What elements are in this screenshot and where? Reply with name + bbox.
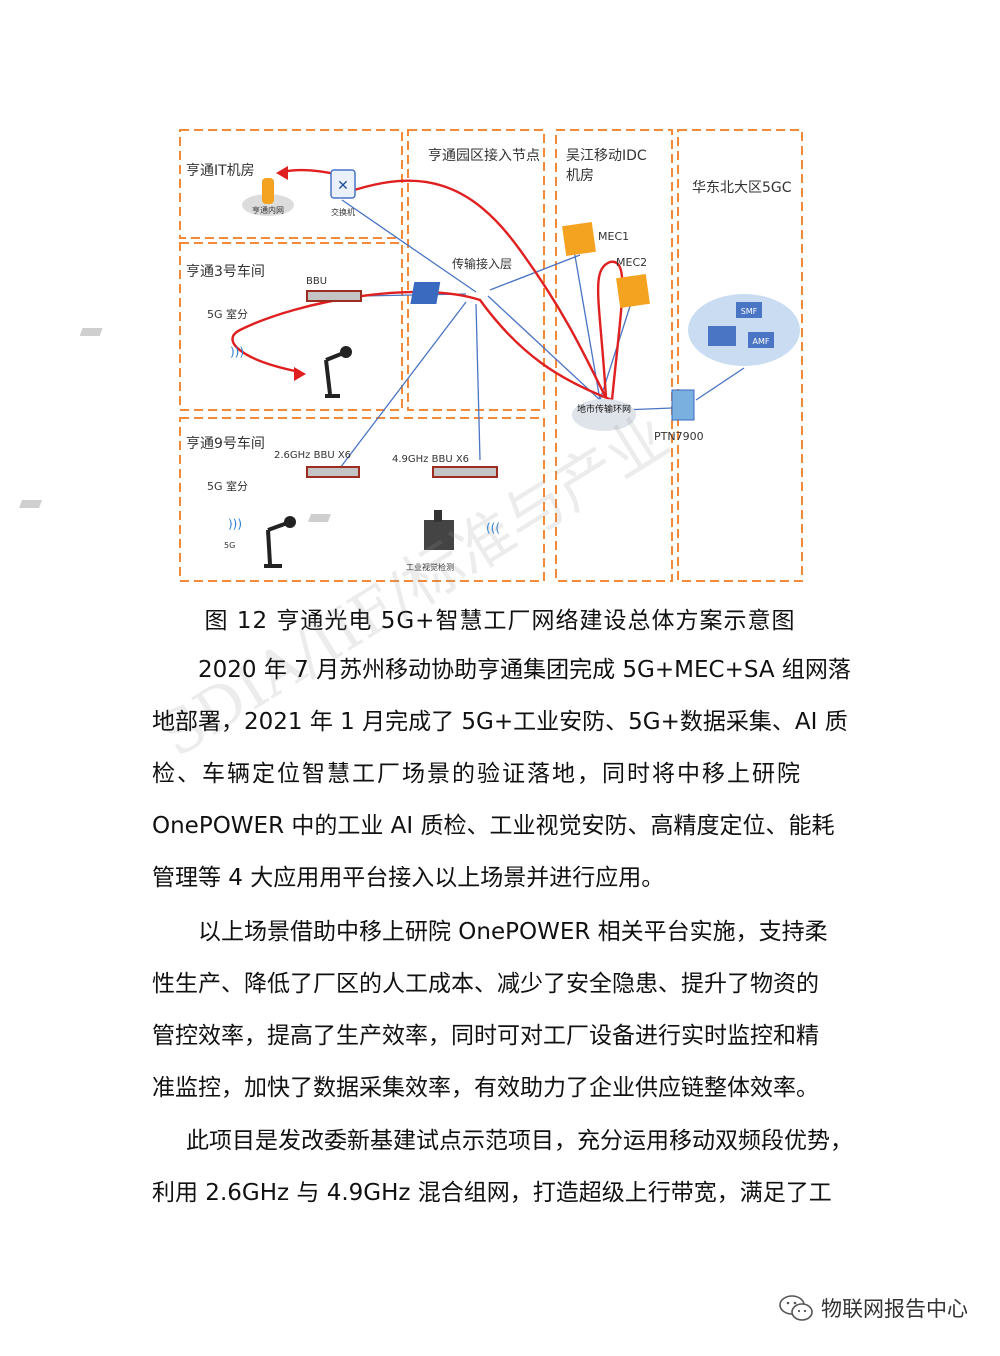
- region-workshop3: [179, 242, 403, 411]
- ptn-label: PTN7900: [654, 430, 704, 443]
- text-line: 管理等 4 大应用用平台接入以上场景并进行应用。: [152, 865, 665, 891]
- indoor-antenna-icon: 5G 室分 ))): [79, 307, 248, 359]
- region-title-workshop9: 亨通9号车间: [186, 435, 265, 452]
- text-line: OnePOWER 中的工业 AI 质检、工业视觉安防、高精度定位、能耗: [152, 813, 835, 839]
- text-line: 此项目是发改委新基建试点示范项目，充分运用移动双频段优势，: [186, 1128, 853, 1154]
- signal-5g-label: 5G: [224, 541, 235, 550]
- switch-label: 交换机: [331, 207, 355, 217]
- bbu-49-label: 4.9GHz BBU X6: [392, 454, 469, 465]
- amf-label: AMF: [753, 337, 770, 346]
- mec1-label: MEC1: [598, 230, 629, 243]
- inspection-label: 工业视觉检测: [406, 562, 454, 572]
- text-line: 利用 2.6GHz 与 4.9GHz 混合组网，打造超级上行带宽，满足了工: [152, 1180, 832, 1206]
- indoor-5g-label-a: 5G 室分: [207, 307, 248, 321]
- paragraph-2: 以上场景借助中移上研院 OnePOWER 相关平台实施，支持柔 性生产、降低了厂…: [152, 906, 842, 1114]
- svg-text:✕: ✕: [337, 178, 349, 194]
- bbu-49-icon: 4.9GHz BBU X6: [392, 454, 498, 478]
- metro-ring-icon: 地市传输环网: [572, 399, 636, 431]
- bbu-icon: BBU: [306, 276, 362, 302]
- text-line: 地部署，2021 年 1 月完成了 5G+工业安防、5G+数据采集、AI 质: [152, 709, 848, 735]
- wechat-icon: [779, 1295, 813, 1321]
- ptn-icon: PTN7900: [654, 389, 704, 443]
- region-core-5gc: [677, 129, 803, 582]
- core-cloud-icon: SMF AMF: [688, 294, 800, 366]
- text-line: 管控效率，提高了生产效率，同时可对工厂设备进行实时监控和精: [152, 1023, 819, 1049]
- region-park-node: [407, 129, 545, 411]
- transport-layer-icon: 传输接入层: [410, 256, 512, 304]
- route-arrow-icon: [276, 166, 288, 180]
- text-line: 2020 年 7 月苏州移动协助亨通集团完成 5G+MEC+SA 组网落: [198, 657, 851, 683]
- robot-arm-icon: [264, 516, 296, 568]
- footer-text: 物联网报告中心: [821, 1297, 968, 1321]
- bbu-label: BBU: [306, 276, 327, 287]
- switch-icon: ✕ 交换机: [330, 169, 356, 217]
- svg-text:))): ))): [230, 345, 244, 359]
- smf-label: SMF: [741, 307, 758, 316]
- text-line: 以上场景借助中移上研院 OnePOWER 相关平台实施，支持柔: [198, 919, 828, 945]
- mec1-icon: MEC1: [562, 222, 629, 256]
- text-line: 准监控，加快了数据采集效率，有效助力了企业供应链整体效率。: [152, 1075, 819, 1101]
- mec2-label: MEC2: [616, 256, 647, 269]
- intranet-label: 亨通内网: [252, 205, 284, 215]
- robot-arm-icon: [324, 346, 352, 398]
- text-line: 检、车辆定位智慧工厂场景的验证落地，同时将中移上研院: [152, 761, 802, 787]
- region-idc: [555, 129, 673, 582]
- indoor-5g-label-b: 5G 室分: [207, 479, 248, 493]
- svg-text:))): ))): [228, 517, 242, 531]
- region-workshop9: [179, 417, 545, 582]
- region-title-park-node: 亨通园区接入节点: [428, 147, 540, 164]
- region-it-room: [179, 129, 403, 239]
- region-title-core-5gc: 华东北大区5GC: [692, 180, 792, 196]
- link-lines: [339, 199, 745, 469]
- idc-title-line2: 机房: [566, 168, 594, 184]
- region-title-idc: 吴江移动IDC 机房: [566, 148, 647, 184]
- footer-brand: 物联网报告中心: [779, 1293, 968, 1323]
- transport-layer-label: 传输接入层: [452, 256, 512, 271]
- bbu-26-icon: 2.6GHz BBU X6: [274, 450, 360, 478]
- inspection-machine-icon: 工业视觉检测 (((: [308, 510, 500, 572]
- region-title-workshop3: 亨通3号车间: [186, 263, 265, 280]
- mec2-icon: MEC2: [616, 256, 650, 308]
- bbu-26-label: 2.6GHz BBU X6: [274, 450, 351, 461]
- idc-title-line1: 吴江移动IDC: [566, 148, 647, 164]
- figure-caption: 图 12 亨通光电 5G+智慧工厂网络建设总体方案示意图: [204, 608, 796, 634]
- text-line: 性生产、降低了厂区的人工成本、减少了安全隐患、提升了物资的: [152, 971, 819, 997]
- intranet-icon: 亨通内网: [242, 178, 294, 216]
- paragraph-1: 2020 年 7 月苏州移动协助亨通集团完成 5G+MEC+SA 组网落 地部署…: [152, 644, 851, 904]
- metro-ring-label: 地市传输环网: [577, 403, 631, 415]
- indoor-antenna-icon: 5G 室分 ))) 5G: [19, 479, 248, 550]
- paragraph-3: 此项目是发改委新基建试点示范项目，充分运用移动双频段优势， 利用 2.6GHz …: [152, 1115, 853, 1219]
- route-arrow-icon: [294, 367, 306, 381]
- region-title-it-room: 亨通IT机房: [186, 162, 255, 179]
- svg-text:(((: (((: [486, 521, 500, 535]
